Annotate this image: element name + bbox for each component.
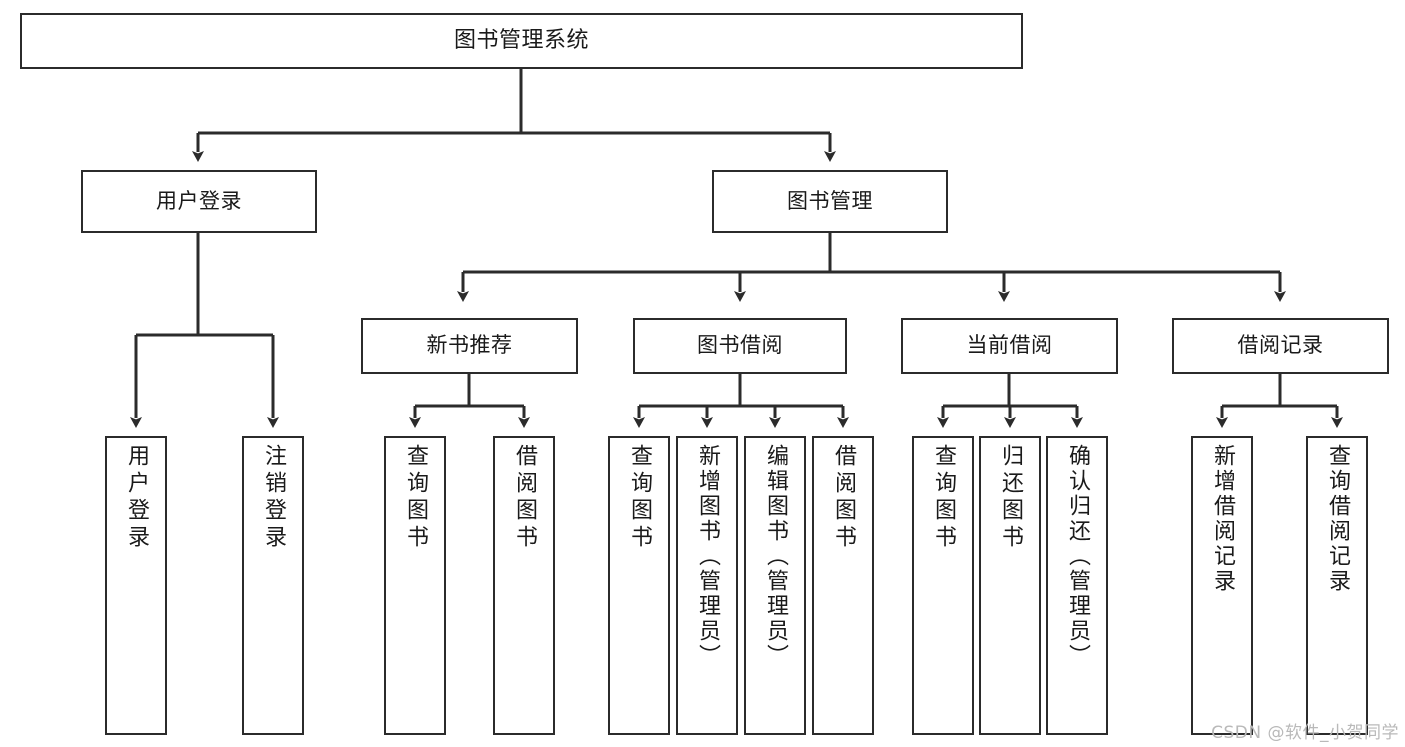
node-leaf-add-borrow-record[interactable]: 新增借阅记录 [1191,436,1253,735]
node-leaf-add-book-admin[interactable]: 新增图书（管理员） [676,436,738,735]
node-leaf-query-book-1[interactable]: 查询图书 [384,436,446,735]
node-leaf-edit-book-admin-label: 编辑图书（管理员） [763,444,788,669]
node-book-borrow[interactable]: 图书借阅 [633,318,847,374]
node-leaf-query-book-1-label: 查询图书 [403,444,428,552]
node-borrow-record-label: 借阅记录 [1237,333,1324,358]
node-leaf-borrow-book-2[interactable]: 借阅图书 [812,436,874,735]
node-leaf-add-borrow-record-label: 新增借阅记录 [1210,444,1235,594]
node-new-book-recommend-label: 新书推荐 [426,333,513,358]
node-leaf-user-login-label: 用户登录 [124,444,149,552]
node-leaf-return-book-label: 归还图书 [998,444,1023,552]
node-new-book-recommend[interactable]: 新书推荐 [361,318,578,374]
node-borrow-record[interactable]: 借阅记录 [1172,318,1389,374]
node-leaf-query-book-2[interactable]: 查询图书 [608,436,670,735]
node-leaf-logout-login-label: 注销登录 [261,444,286,552]
node-leaf-confirm-return-admin-label: 确认归还（管理员） [1065,444,1090,669]
node-book-management-label: 图书管理 [787,188,873,213]
node-leaf-borrow-book-2-label: 借阅图书 [831,444,856,552]
node-leaf-query-borrow-record[interactable]: 查询借阅记录 [1306,436,1368,735]
node-leaf-edit-book-admin[interactable]: 编辑图书（管理员） [744,436,806,735]
node-user-login[interactable]: 用户登录 [81,170,317,233]
node-leaf-return-book[interactable]: 归还图书 [979,436,1041,735]
node-current-borrow[interactable]: 当前借阅 [901,318,1118,374]
node-root-system-label: 图书管理系统 [453,27,589,53]
node-leaf-logout-login[interactable]: 注销登录 [242,436,304,735]
node-root-system[interactable]: 图书管理系统 [20,13,1023,69]
node-leaf-query-book-2-label: 查询图书 [627,444,652,552]
node-leaf-query-book-3[interactable]: 查询图书 [912,436,974,735]
node-leaf-confirm-return-admin[interactable]: 确认归还（管理员） [1046,436,1108,735]
node-book-management[interactable]: 图书管理 [712,170,948,233]
csdn-watermark: CSDN @软件_小贺同学 [1211,723,1399,743]
node-current-borrow-label: 当前借阅 [966,333,1053,358]
node-leaf-user-login[interactable]: 用户登录 [105,436,167,735]
node-book-borrow-label: 图书借阅 [697,333,783,358]
node-leaf-query-borrow-record-label: 查询借阅记录 [1325,444,1350,594]
node-leaf-borrow-book-1-label: 借阅图书 [512,444,537,552]
node-leaf-borrow-book-1[interactable]: 借阅图书 [493,436,555,735]
node-user-login-label: 用户登录 [156,188,242,213]
node-leaf-query-book-3-label: 查询图书 [931,444,956,552]
node-leaf-add-book-admin-label: 新增图书（管理员） [695,444,720,669]
